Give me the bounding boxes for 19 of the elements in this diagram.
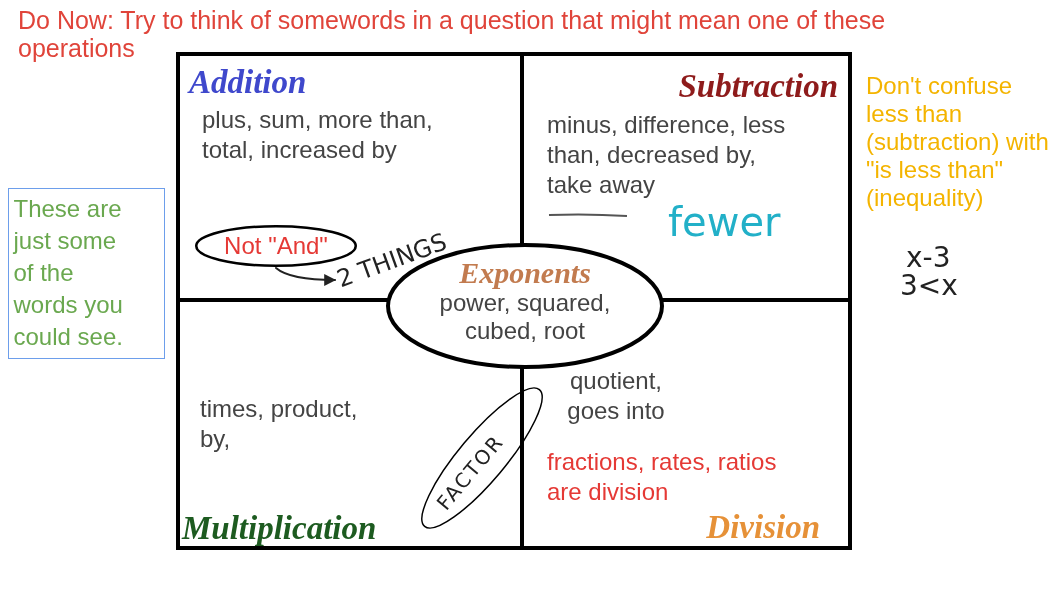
cell-text: quotient, goes into xyxy=(566,366,666,426)
cell-heading: Division xyxy=(706,509,820,545)
arrow xyxy=(275,267,337,286)
note-box xyxy=(8,188,165,359)
ellipse-heading: Exponents xyxy=(459,257,591,289)
cell-text: minus, difference, less than, decreased by, take away xyxy=(547,110,787,200)
side-note: Don't confuse less than (subtraction) with "is less than" (inequality) xyxy=(866,72,1050,212)
cell-heading: Addition xyxy=(189,64,307,100)
cell-text: fractions, rates, ratios are division xyxy=(547,447,778,507)
ellipse-text: power, squared, cubed, root xyxy=(438,289,612,345)
handwritten-note: fewer xyxy=(668,199,781,245)
title: Do Now: Try to think of somewords in a question that might mean one of these operations xyxy=(18,6,887,62)
note-text: These are just some of the words you could see. xyxy=(13,193,124,352)
cell-heading: Subtraction xyxy=(678,68,838,104)
ink-circle xyxy=(195,225,357,267)
cell-heading: Multiplication xyxy=(182,510,377,546)
note-text: Not "And" xyxy=(224,231,328,261)
cell-text: plus, sum, more than, total, increased by xyxy=(202,105,434,165)
cell-text: times, product, by, xyxy=(200,394,359,454)
